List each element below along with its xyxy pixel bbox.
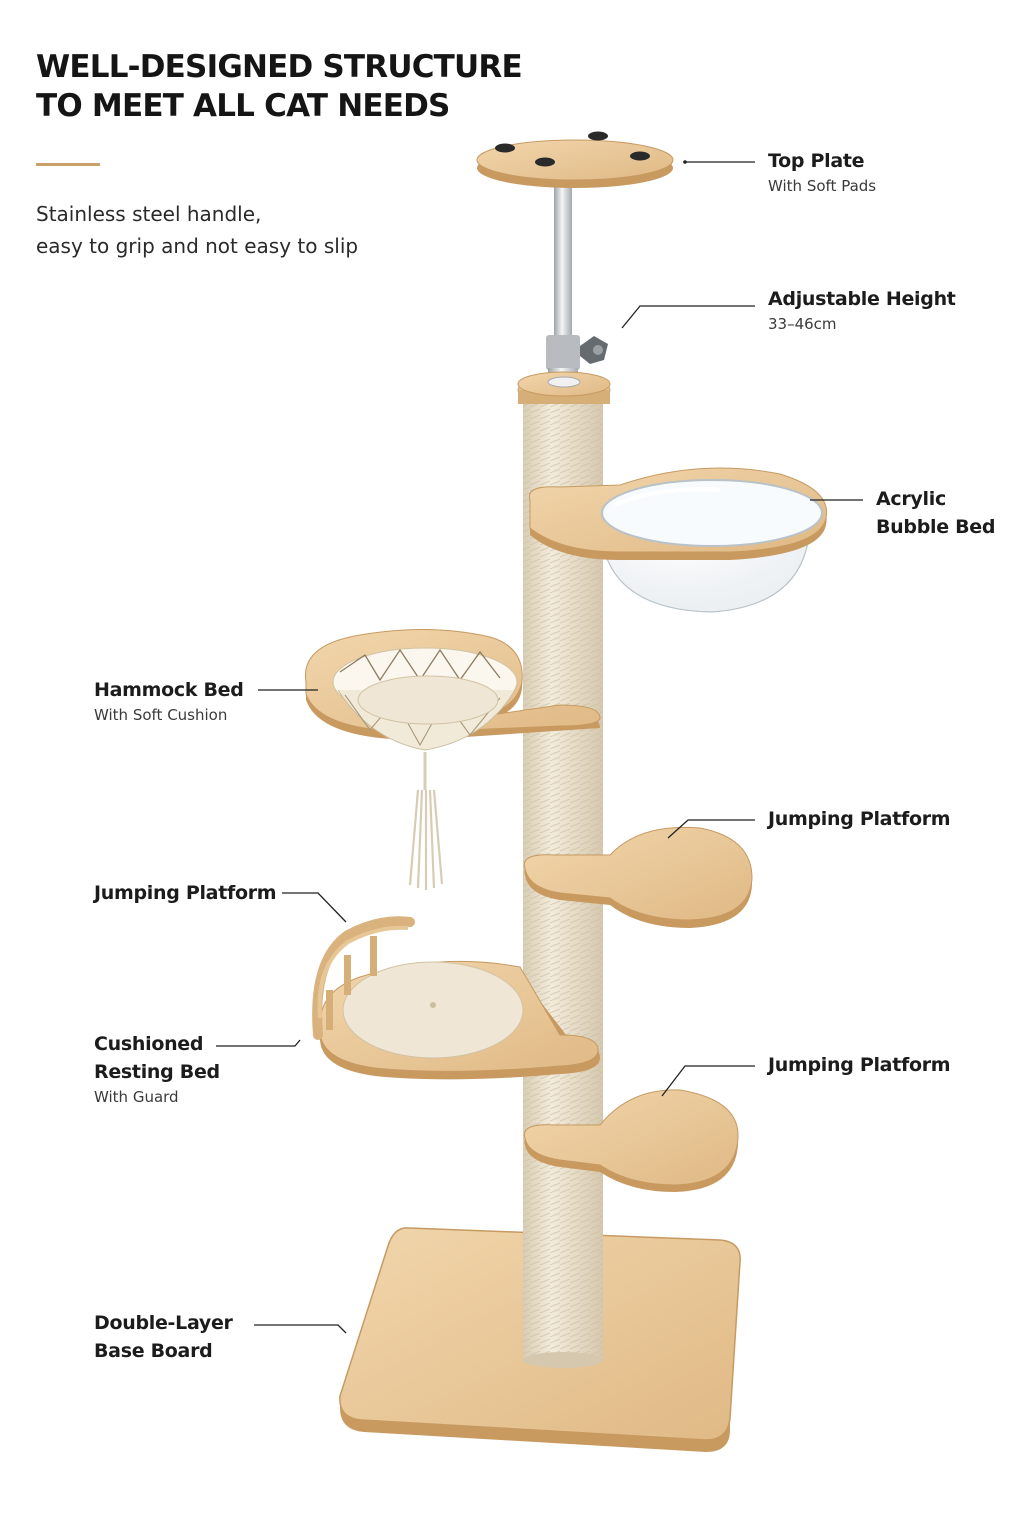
base-board-leader [254,1324,347,1334]
callout-jumping-platform-upper: Jumping Platform [768,805,951,833]
title-line-2: TO MEET ALL CAT NEEDS [36,88,450,124]
hammock-bed [304,629,601,890]
callout-base-board-title-1: Double-Layer [94,1312,233,1334]
acrylic-bubble-bed [528,467,828,613]
callout-top-plate-title: Top Plate [768,150,865,172]
callout-cushioned-bed-detail: With Guard [94,1088,179,1106]
jumping-platform-upper [523,826,753,928]
callout-adjustable-height-title: Adjustable Height [768,288,956,310]
callout-top-plate-detail: With Soft Pads [768,177,877,195]
soft-pad [630,151,650,161]
subtitle-line-1: Stainless steel handle, [36,202,262,226]
callout-acrylic-bed: Acrylic Bubble Bed [876,485,996,541]
subtitle-line-2: easy to grip and not easy to slip [36,234,359,258]
callout-cushioned-bed-title-1: Cushioned [94,1033,204,1055]
callout-base-board: Double-Layer Base Board [94,1309,233,1365]
soft-pad [495,143,515,153]
callout-acrylic-bed-title-2: Bubble Bed [876,516,996,538]
callout-cushioned-bed-title-2: Resting Bed [94,1061,220,1083]
accent-divider [36,163,100,166]
adjustable-height-leader [621,305,755,329]
callout-base-board-title-2: Base Board [94,1340,213,1362]
callout-adjustable-height: Adjustable Height 33–46cm [768,285,956,334]
jumping-platform-left-leader [282,892,347,923]
soft-pad [588,131,608,141]
callout-jumping-platform-lower: Jumping Platform [768,1051,951,1079]
callout-adjustable-height-detail: 33–46cm [768,315,837,333]
callout-jumping-platform-left: Jumping Platform [94,879,277,907]
callout-top-plate: Top Plate With Soft Pads [768,147,876,196]
subtitle: Stainless steel handle, easy to grip and… [36,198,456,262]
top-plate [476,131,674,188]
callout-lines [216,160,863,1334]
jumping-platform-upper-leader [667,819,755,839]
callout-acrylic-bed-title-1: Acrylic [876,488,946,510]
soft-pad [535,157,555,167]
callout-hammock-bed-title: Hammock Bed [94,679,244,701]
callout-hammock-bed-detail: With Soft Cushion [94,706,228,724]
title-line-1: WELL-DESIGNED STRUCTURE [36,49,523,85]
jumping-platform-lower-leader [661,1065,755,1097]
cushioned-bed-leader [216,1039,301,1047]
post-top-cap [517,371,611,404]
jumping-platform-lower [523,1089,739,1192]
page-title: WELL-DESIGNED STRUCTURE TO MEET ALL CAT … [36,48,596,126]
adjustable-pole [546,182,608,384]
callout-cushioned-bed: Cushioned Resting Bed With Guard [94,1030,220,1107]
callout-hammock-bed: Hammock Bed With Soft Cushion [94,676,244,725]
callout-jumping-platform-lower-title: Jumping Platform [768,1054,951,1076]
callout-jumping-platform-left-title: Jumping Platform [94,882,277,904]
callout-jumping-platform-upper-title: Jumping Platform [768,808,951,830]
cushioned-resting-bed [312,916,600,1080]
